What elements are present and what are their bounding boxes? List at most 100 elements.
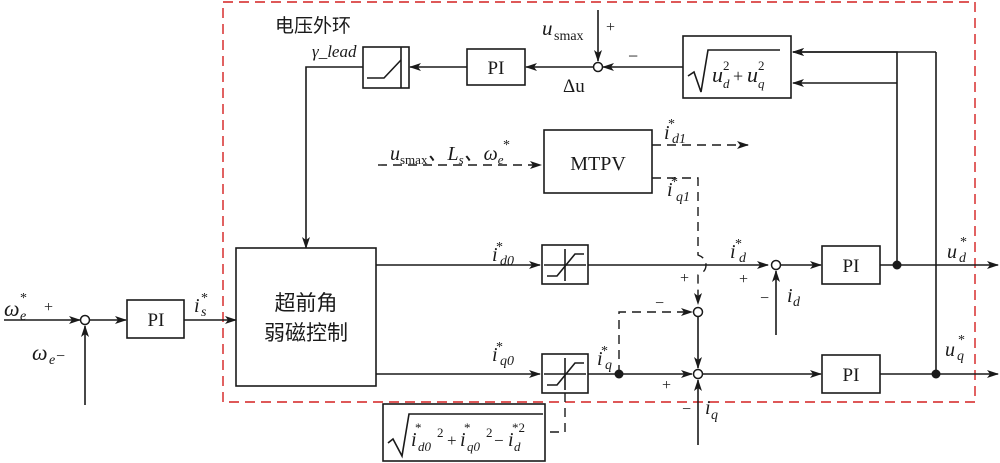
mtpv-block (543, 129, 653, 194)
svg-text:*: * (201, 291, 208, 306)
svg-text:*: * (464, 420, 471, 435)
svg-text:e: e (49, 353, 55, 368)
iq0-label: i (492, 344, 498, 366)
iq-ref-compare-wire (618, 308, 693, 374)
id-ref-label: i (730, 241, 736, 263)
svg-text:*: * (671, 175, 678, 190)
svg-text:q: q (711, 408, 718, 423)
is-ref-label: i (194, 295, 200, 317)
speed-pi-block (126, 299, 185, 339)
svg-text:q: q (758, 76, 765, 91)
iq-limit-node (692, 306, 704, 318)
svg-text:*: * (503, 138, 510, 153)
delta-u-label: Δu (563, 76, 585, 97)
id-pi-block (821, 245, 881, 285)
svg-text:*: * (601, 344, 608, 359)
svg-text:q0: q0 (500, 354, 514, 369)
svg-text:2: 2 (723, 58, 730, 73)
svg-text:q0: q0 (467, 439, 481, 454)
svg-text:*: * (496, 340, 503, 355)
svg-text:−: − (494, 431, 504, 450)
ud-junction (892, 260, 902, 270)
svg-text:d0: d0 (418, 439, 432, 454)
svg-text:PI: PI (148, 310, 165, 331)
iq1-label: i (667, 179, 673, 201)
id-feedback-label: i (787, 285, 793, 307)
iq-limiter-block (541, 353, 589, 394)
svg-text:*: * (735, 237, 742, 252)
id-limiter-block (541, 244, 589, 285)
svg-text:q: q (957, 349, 964, 364)
iq-summing-node (692, 368, 704, 380)
voltage-pi-block (466, 48, 526, 86)
id1-label: i (664, 122, 670, 144)
svg-text:i: i (460, 429, 466, 451)
svg-text:+: + (680, 270, 689, 287)
iq-limit-sqrt-block: i * d0 2 + i * q0 2 − i *2 d (382, 403, 546, 462)
voltage-outer-loop-frame (222, 1, 976, 403)
id-summing-node (770, 259, 782, 271)
svg-text:−: − (56, 348, 65, 365)
svg-text:*: * (496, 240, 503, 255)
svg-text:s: s (201, 305, 207, 320)
svg-text:2: 2 (437, 425, 444, 440)
uq-junction (931, 369, 941, 379)
ud-ref-label: u (947, 241, 957, 263)
svg-text:PI: PI (488, 58, 505, 79)
gamma-lead-label: γ_lead (312, 42, 357, 61)
svg-text:d: d (959, 251, 967, 266)
svg-text:*: * (960, 235, 967, 250)
svg-text:*: * (20, 291, 27, 306)
svg-text:超前角: 超前角 (275, 291, 338, 315)
ud-feedback-wire (792, 48, 898, 265)
svg-text:MTPV: MTPV (570, 153, 626, 175)
mtpv-input-label: usmax、Ls、ωe (390, 143, 504, 167)
iq-feedback-label: i (705, 397, 711, 419)
svg-text:*: * (415, 420, 422, 435)
svg-text:弱磁控制: 弱磁控制 (264, 321, 348, 345)
svg-text:q: q (605, 358, 612, 373)
svg-text:d0: d0 (500, 254, 514, 269)
svg-text:e: e (20, 309, 26, 324)
svg-text:q1: q1 (676, 190, 690, 205)
svg-text:i: i (508, 429, 514, 451)
uq-ref-label: u (945, 339, 955, 361)
svg-text:−: − (655, 295, 664, 312)
voltage-magnitude-block: u d 2 + u q 2 (682, 35, 792, 99)
outer-loop-label: 电压外环 (275, 15, 351, 37)
svg-text:+: + (447, 431, 457, 450)
svg-text:+: + (44, 299, 53, 316)
svg-text:smax: smax (554, 29, 584, 44)
iq-pi-block (821, 354, 881, 394)
plus-sign: + (606, 19, 615, 36)
svg-text:−: − (682, 401, 691, 418)
angle-limiter-block (362, 46, 410, 89)
speed-summing-node (79, 314, 91, 326)
svg-text:+: + (662, 377, 671, 394)
svg-text:u: u (712, 62, 723, 87)
svg-text:d1: d1 (672, 132, 686, 147)
svg-text:PI: PI (843, 256, 860, 277)
speed-ref-label: ω (4, 296, 20, 321)
svg-text:2: 2 (758, 58, 765, 73)
minus-sign: − (628, 46, 638, 66)
svg-text:2: 2 (486, 425, 493, 440)
svg-text:*2: *2 (512, 420, 525, 435)
svg-text:d: d (514, 439, 521, 454)
id0-label: i (492, 244, 498, 266)
iq-ref-label: i (597, 348, 603, 370)
svg-text:u: u (747, 62, 758, 87)
usmax-label: u (542, 16, 553, 40)
svg-text:+: + (739, 271, 748, 288)
iq-limit-wire (546, 393, 566, 433)
svg-text:d: d (793, 295, 801, 310)
svg-text:i: i (411, 429, 417, 451)
svg-text:+: + (733, 66, 743, 86)
svg-text:d: d (723, 76, 730, 91)
svg-text:PI: PI (843, 365, 860, 386)
voltage-summing-node (592, 61, 604, 73)
svg-text:*: * (668, 117, 675, 132)
svg-text:*: * (958, 333, 965, 348)
svg-text:−: − (760, 290, 769, 307)
